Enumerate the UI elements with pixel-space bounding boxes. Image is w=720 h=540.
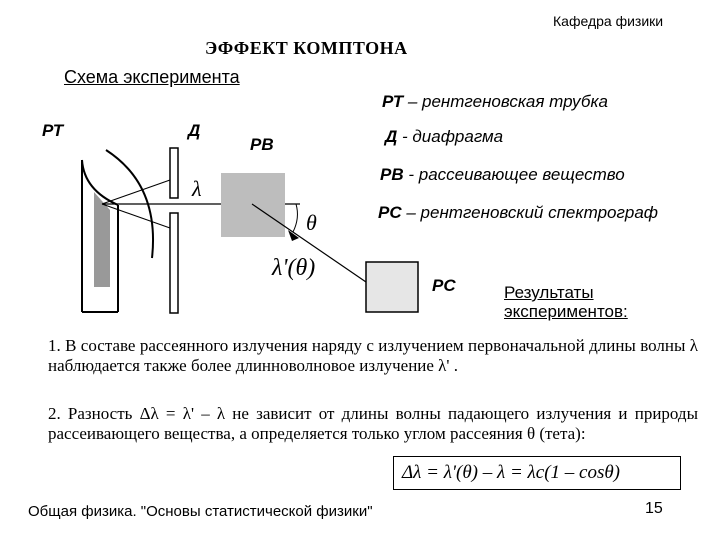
footer-course: Общая физика. "Основы статистической физ…: [28, 503, 373, 520]
legend-abbr: РВ: [380, 165, 404, 184]
legend-item-rv: РВ - рассеивающее вещество: [380, 165, 625, 185]
legend-abbr: РТ: [382, 92, 404, 111]
ray-upper: [101, 179, 171, 205]
result-paragraph-1: 1. В составе рассеянного излучения наряд…: [48, 336, 698, 375]
page-title: ЭФФЕКТ КОМПТОНА: [205, 38, 408, 58]
legend-text: - диафрагма: [402, 127, 504, 146]
legend-text: – рентгеновский спектрограф: [406, 203, 658, 222]
scattered-arrow: [288, 230, 299, 241]
department-label: Кафедра физики: [553, 13, 664, 29]
label-diaphragm: Д: [188, 121, 201, 140]
label-xray-tube: РТ: [42, 121, 64, 140]
legend-item-rt: РТ – рентгеновская трубка: [382, 92, 608, 112]
diaphragm: [169, 147, 179, 314]
page-number: 15: [645, 500, 663, 517]
legend-item-d: Д - диафрагма: [385, 127, 503, 147]
xray-tube: [81, 149, 154, 313]
legend-text: – рентгеновская трубка: [407, 92, 608, 111]
compton-formula: Δλ = λ'(θ) – λ = λc(1 – cosθ): [402, 462, 621, 483]
ray-lower: [101, 203, 171, 229]
compton-formula-box: Δλ = λ'(θ) – λ = λc(1 – cosθ): [393, 456, 681, 490]
label-spectrograph: РС: [432, 276, 456, 295]
results-heading: Результаты экспериментов:: [504, 283, 628, 321]
result-paragraph-2: 2. Разность Δλ = λ' – λ не зависит от дл…: [48, 404, 698, 443]
diagram-subtitle: Схема эксперимента: [64, 67, 240, 87]
legend-item-rs: РС – рентгеновский спектрограф: [378, 203, 658, 223]
scattered-beam: [251, 203, 367, 283]
symbol-theta: θ: [306, 210, 317, 235]
spectrograph: [365, 261, 419, 313]
symbol-lambda-scattered: λ'(θ): [272, 255, 316, 281]
legend-abbr: Д: [385, 127, 398, 146]
legend-text: - рассеивающее вещество: [408, 165, 625, 184]
angle-arc: [292, 203, 298, 233]
symbol-lambda-incident: λ: [192, 176, 202, 201]
label-scattering-material: РВ: [250, 135, 274, 154]
legend-abbr: РС: [378, 203, 402, 222]
